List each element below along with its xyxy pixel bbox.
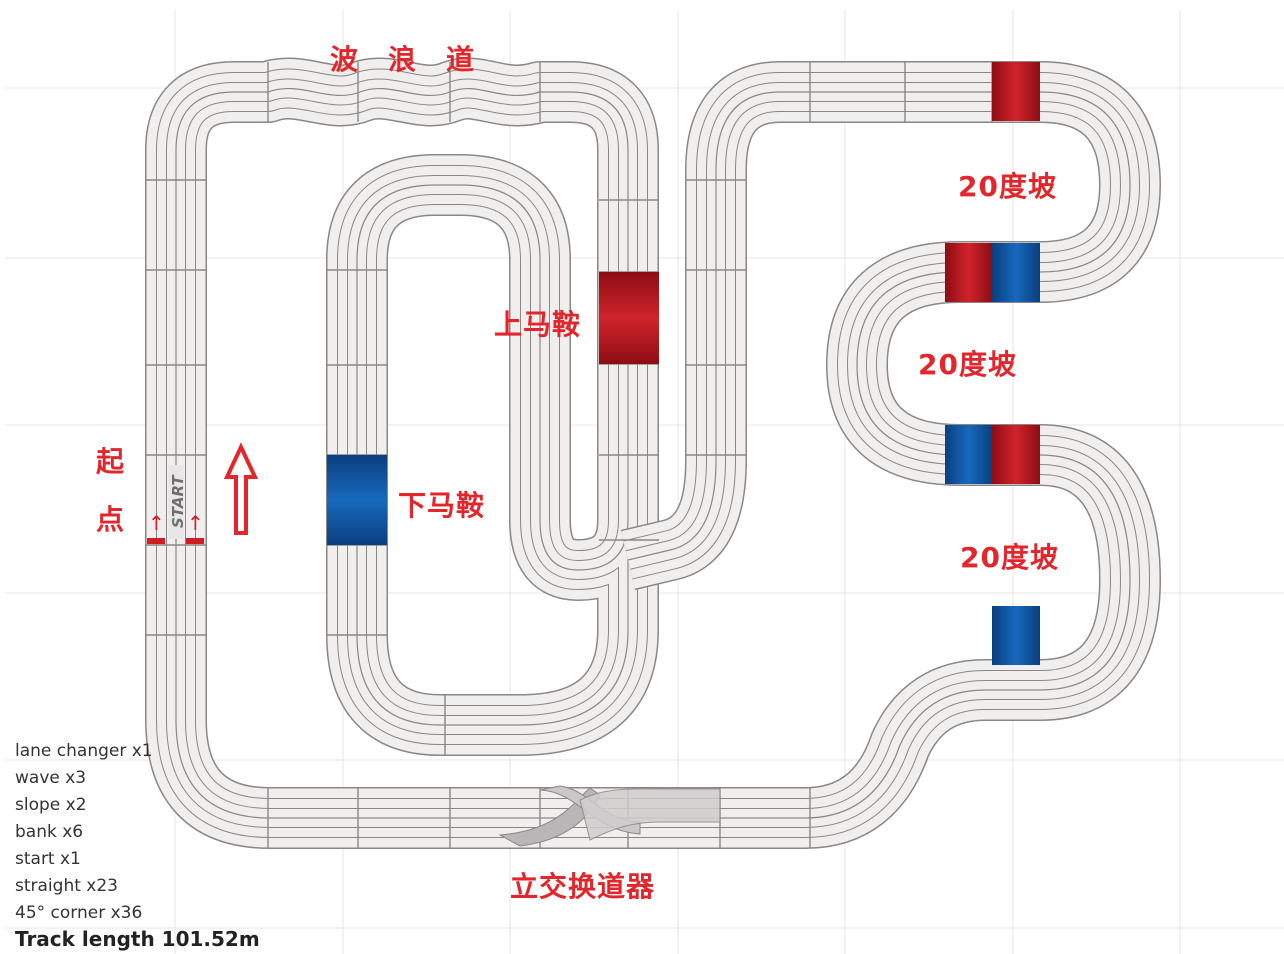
slope-block-top — [992, 62, 1040, 121]
track-layout — [145, 57, 1161, 849]
label-slope-1: 20度坡 — [958, 170, 1057, 203]
track-length-total: Track length 101.52m — [15, 927, 260, 951]
parts-list-item: 45° corner x36 — [15, 903, 143, 923]
label-saddle-down: 下马鞍 — [398, 489, 486, 522]
track-loop-left-center-line — [175, 87, 629, 726]
slope-block-bottom — [992, 606, 1040, 665]
start-line-left — [147, 538, 165, 544]
label-crossover: 立交换道器 — [510, 870, 656, 903]
saddle-down-block — [327, 455, 387, 545]
slope-block-upper-pair — [945, 243, 1040, 302]
label-start-1: 起 — [96, 445, 126, 478]
label-wave: 波 浪 道 — [330, 43, 476, 76]
slope-block-lower-pair — [945, 425, 1040, 484]
background-grid — [5, 10, 1284, 954]
crossover-lane-changer — [498, 785, 721, 847]
parts-list-item: wave x3 — [15, 768, 87, 788]
label-saddle-up: 上马鞍 — [494, 308, 582, 341]
label-slope-3: 20度坡 — [960, 541, 1059, 574]
start-arrow-right: ↑ — [187, 511, 204, 535]
parts-list-item: bank x6 — [15, 822, 84, 842]
parts-list-item: slope x2 — [15, 795, 87, 815]
start-section: START ↑ ↑ — [147, 465, 204, 544]
start-arrow-left: ↑ — [148, 511, 165, 535]
label-start-2: 点 — [96, 503, 126, 536]
parts-list-item: lane changer x1 — [15, 741, 153, 761]
parts-list-item: start x1 — [15, 849, 81, 869]
direction-arrow-icon — [223, 442, 259, 535]
parts-list-item: straight x23 — [15, 876, 118, 896]
start-line-right — [186, 538, 204, 544]
label-slope-2: 20度坡 — [918, 348, 1017, 381]
track-loop-right-center-line — [175, 91, 1131, 819]
parts-list: lane changer x1 wave x3 slope x2 bank x6… — [15, 738, 153, 927]
saddle-up-block — [599, 272, 659, 364]
start-marker-text: START — [169, 474, 187, 528]
